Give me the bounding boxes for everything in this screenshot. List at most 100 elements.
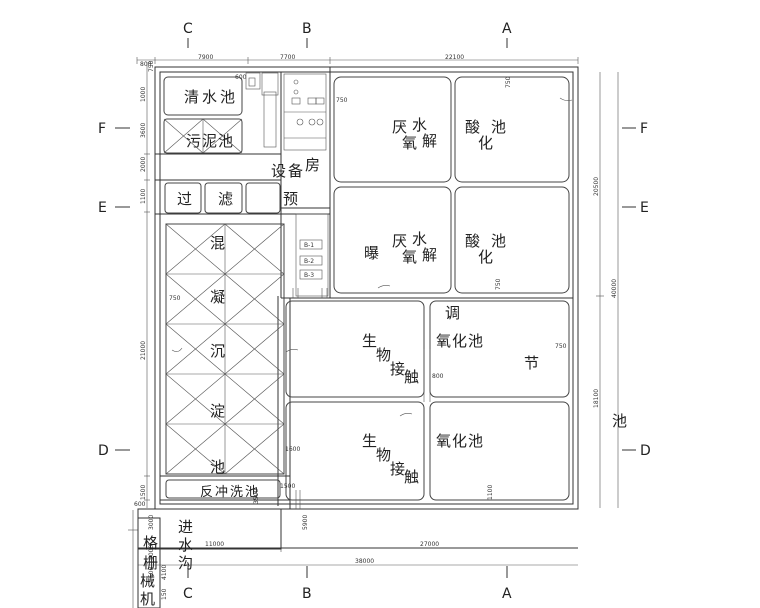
axis-top-c: C (183, 21, 193, 37)
grille-char-4: 栅 (143, 554, 158, 572)
dim-top-7900: 7900 (198, 54, 213, 61)
dim-misc-750-e: 750 (169, 295, 181, 302)
bio-up-char-2: 物 (376, 346, 391, 364)
dim-top-7700: 7700 (280, 54, 295, 61)
regulate-char-2: 节 (524, 354, 539, 372)
dim-misc-1500-b: 3500 (253, 489, 260, 504)
bio-low-char-2: 物 (376, 446, 391, 464)
axis-right-d: D (640, 443, 651, 459)
ana-low-char-2: 氧 (402, 248, 417, 266)
anaerobic-tank-lower: 曝 厌 氧 水 解 酸 化 池 (333, 186, 570, 294)
dim-misc-3500: 4100 (161, 565, 168, 580)
equipment-char-3: 房 (305, 156, 320, 174)
grille-char-2: 械 (140, 572, 155, 590)
dim-top-800: 800 (140, 61, 152, 68)
axis-right-e: E (640, 200, 649, 216)
bio-low-char-3: 接 (390, 460, 405, 478)
grille-char-1: 机 (140, 590, 155, 608)
equip-tag-1: B-1 (304, 242, 314, 249)
backwash-char-1: 反 (200, 485, 213, 500)
dim-misc-750-a: 750 (336, 97, 348, 104)
coag-char-4: 淀 (210, 402, 225, 420)
inlet-char-3: 沟 (178, 554, 193, 572)
inlet-char-2: 水 (178, 536, 193, 554)
dim-misc-800: 800 (432, 373, 444, 380)
dimension-lines (128, 57, 619, 608)
equipment-char-2: 备 (288, 162, 303, 180)
bio-low-char-1: 生 (362, 432, 377, 450)
dim-left-600: 600 (134, 501, 146, 508)
ana-low-char-5: 酸 (465, 232, 480, 250)
axis-bottom-b: B (302, 586, 312, 602)
dim-misc-750-b: 750 (505, 76, 512, 88)
grille-char-3: 格 (143, 534, 158, 552)
dim-bottom-38000: 38000 (355, 558, 374, 565)
coag-char-3: 沉 (210, 342, 225, 360)
dim-left-2000: 2000 (140, 157, 147, 172)
coag-char-5: 池 (210, 458, 225, 476)
dim-misc-3000: 5000 (148, 545, 155, 560)
clear-water-char-2: 水 (202, 88, 217, 106)
coag-char-1: 混 (210, 234, 225, 252)
dim-left-750: 750 (148, 60, 155, 72)
filter-char-2: 滤 (218, 190, 233, 208)
bio-up-char-3: 接 (390, 360, 405, 378)
ana-up-char-6: 化 (478, 134, 493, 152)
axis-left-e: E (98, 200, 107, 216)
axis-top-a: A (502, 21, 512, 37)
bio-contact-tank-upper: 生 物 接 触 氧 化 池 (285, 300, 570, 398)
regulating-tank: 调 节 池 (445, 304, 627, 430)
axis-right-f: F (640, 121, 648, 137)
backwash-char-3: 洗 (230, 485, 243, 500)
dim-bottom-27000: 27000 (420, 541, 439, 548)
axis-left-f: F (98, 121, 106, 137)
ana-up-char-1: 厌 (392, 118, 407, 136)
dim-misc-750-f: 1600 (285, 446, 300, 453)
dim-left-1500: 1500 (140, 485, 147, 500)
dim-left-21000: 21000 (140, 341, 147, 360)
axis-left-d: D (98, 443, 109, 459)
bio-low-char-6: 化 (452, 432, 467, 450)
dim-right-18100: 18100 (593, 389, 600, 408)
sludge-char-2: 泥 (202, 132, 217, 150)
ana-low-char-4: 解 (422, 246, 437, 264)
filter-tanks: 过 滤 预 (164, 182, 298, 214)
sludge-char-3: 池 (218, 132, 233, 150)
bio-low-char-7: 池 (468, 432, 483, 450)
dim-left-3600: 3600 (140, 123, 147, 138)
ana-low-char-3: 水 (412, 230, 427, 248)
dim-top-22100: 22100 (445, 54, 464, 61)
dim-misc-1100: 5900 (302, 515, 309, 530)
axis-bottom-a: A (502, 586, 512, 602)
dim-misc-5900: 3000 (148, 515, 155, 530)
clear-water-char-3: 池 (220, 88, 235, 106)
dim-left-1100: 1100 (140, 189, 147, 204)
pipe-markers (171, 97, 573, 509)
equipment-char-1: 设 (271, 162, 286, 180)
aeration-char: 曝 (364, 244, 379, 262)
pre-char: 预 (283, 190, 298, 208)
dim-misc-750-c: 750 (495, 278, 502, 290)
regulate-char-1: 调 (445, 304, 460, 322)
bio-up-char-6: 化 (452, 332, 467, 350)
dim-misc-4100: 150 (161, 588, 168, 600)
equipment-room: 设 备 房 B-1 B-2 B-3 (245, 72, 329, 297)
dim-misc-1500: 1100 (487, 485, 494, 500)
anaerobic-tank-upper: 厌 氧 水 解 酸 化 池 (333, 76, 570, 183)
equip-tag-3: B-3 (304, 272, 314, 279)
hopper-diagonals (165, 223, 285, 475)
ana-up-char-3: 水 (412, 116, 427, 134)
dim-misc-750-d: 750 (555, 343, 567, 350)
ana-up-char-7: 池 (491, 118, 506, 136)
equip-tag-2: B-2 (304, 258, 314, 265)
dimension-labels: 800 7900 7700 22100 750 1000 3600 2000 1… (134, 54, 618, 600)
backwash-char-2: 冲 (215, 485, 228, 500)
ana-low-char-1: 厌 (392, 232, 407, 250)
dim-left-1000: 1000 (140, 87, 147, 102)
coag-char-2: 凝 (210, 288, 225, 306)
inlet-channel: 进 水 沟 (178, 518, 193, 572)
bio-up-char-4: 触 (404, 368, 419, 386)
ana-up-char-5: 酸 (465, 118, 480, 136)
coagulation-sedimentation-tank: 混 凝 沉 淀 池 (165, 223, 285, 476)
ana-low-char-7: 池 (491, 232, 506, 250)
